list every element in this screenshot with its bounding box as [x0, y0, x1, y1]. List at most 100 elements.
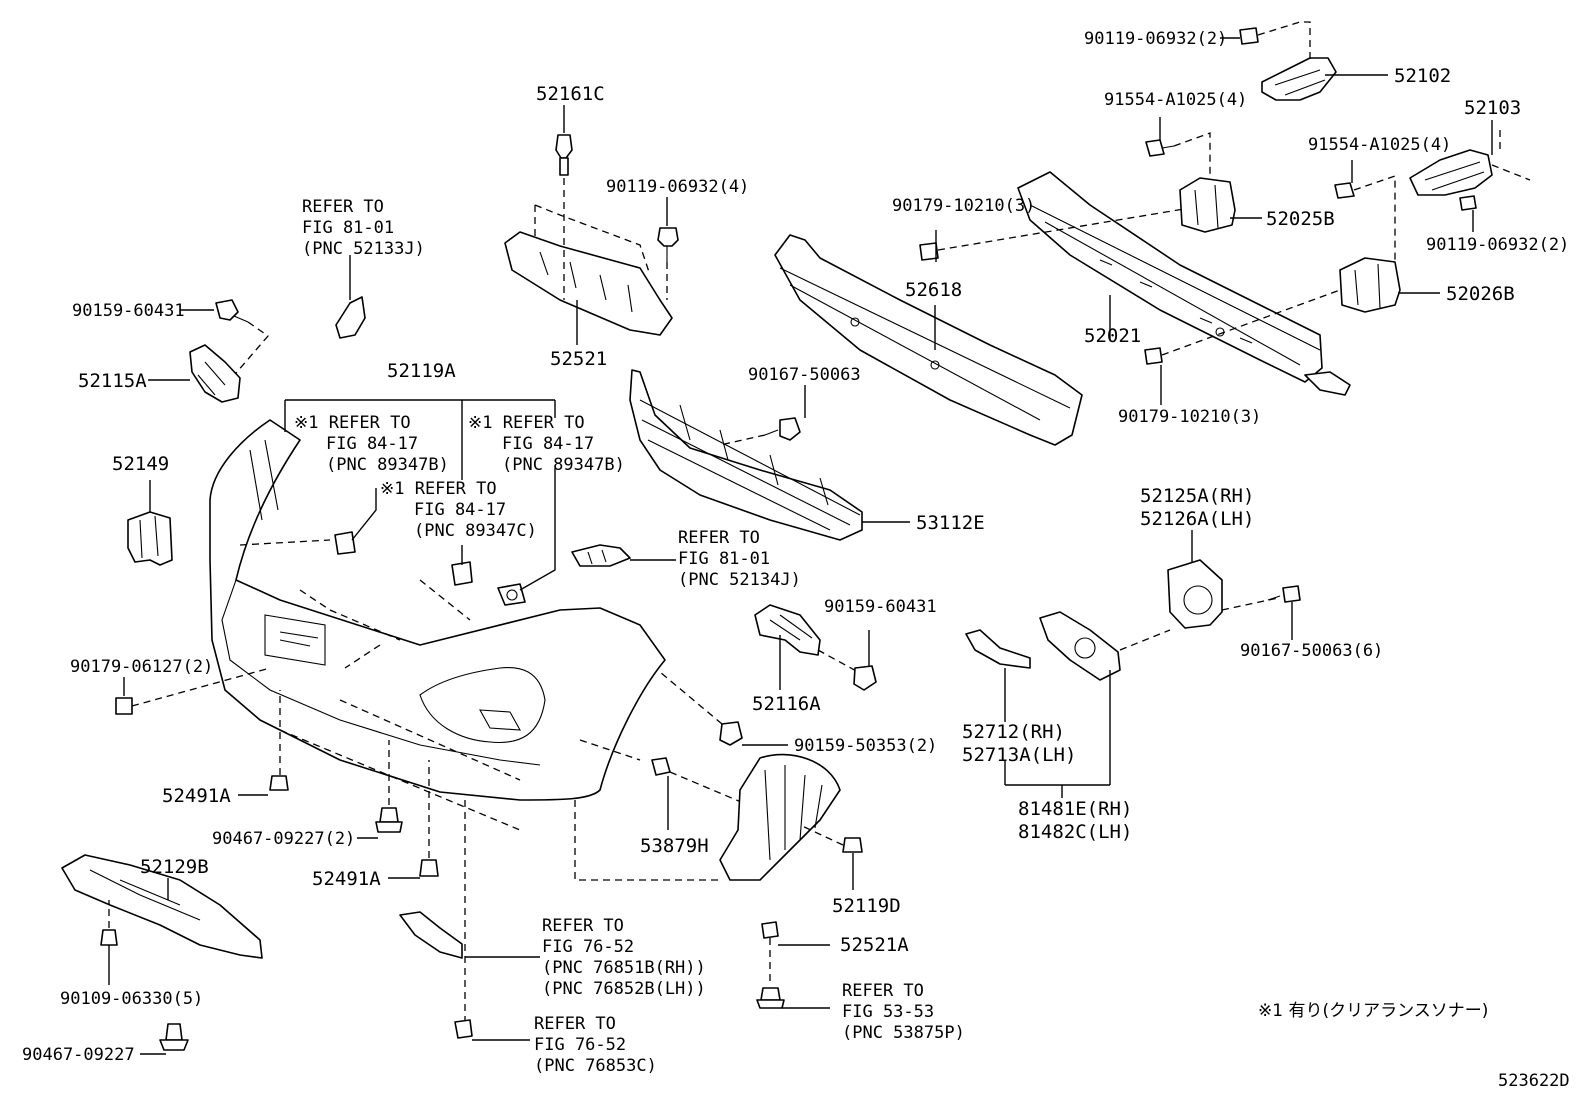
label-refB-1: ※1 REFER TO — [468, 413, 585, 433]
label-81482C: 81482C(LH) — [1018, 821, 1132, 843]
part-bolt-9016750063-6 — [1267, 585, 1301, 603]
label-refC-2: FIG 84-17 — [414, 500, 506, 520]
label-53112E: 53112E — [916, 512, 985, 534]
part-clips-lower — [269, 690, 521, 877]
part-52161C-clip — [555, 134, 573, 300]
part-52149 — [127, 511, 173, 566]
label-52126A: 52126A(LH) — [1140, 508, 1254, 530]
part-ref-52133J — [335, 296, 366, 339]
label-52103: 52103 — [1464, 97, 1521, 119]
label-9046709227-2: 90467-09227(2) — [212, 829, 355, 849]
label-52021: 52021 — [1084, 325, 1141, 347]
label-52521: 52521 — [550, 348, 607, 370]
label-ref8101b-1: REFER TO — [678, 528, 760, 548]
part-ref-76851B — [399, 800, 466, 1020]
label-ref7652b-2: FIG 76-52 — [534, 1035, 626, 1055]
label-52129B: 52129B — [140, 856, 209, 878]
label-9011906932-4: 90119-06932(4) — [606, 177, 749, 197]
part-bolt-9011906932-b — [1459, 195, 1477, 211]
label-ref8101a-3: (PNC 52133J) — [302, 239, 425, 259]
label-ref8101a-2: FIG 81-01 — [302, 218, 394, 238]
part-81481E-cover — [1039, 611, 1171, 681]
label-52115A: 52115A — [78, 370, 147, 392]
part-bolt-91554-b — [1334, 175, 1396, 260]
label-refB-3: (PNC 89347B) — [502, 455, 625, 475]
part-53879H-clip — [574, 739, 761, 881]
label-refC-3: (PNC 89347C) — [414, 521, 537, 541]
label-52521A: 52521A — [840, 934, 909, 956]
label-9011906932-2-top: 90119-06932(2) — [1084, 29, 1227, 49]
part-bolt-9011906932-top — [1239, 27, 1259, 45]
label-ref8101b-3: (PNC 52134J) — [678, 570, 801, 590]
label-9016750063: 90167-50063 — [748, 365, 861, 385]
label-refB-2: FIG 84-17 — [502, 434, 594, 454]
part-53112E-grille — [629, 369, 863, 541]
part-bolt-9015960431-right — [853, 665, 877, 691]
part-ref-52134J — [571, 544, 631, 567]
part-52618-absorber — [774, 234, 1083, 446]
label-9017906127-2: 90179-06127(2) — [70, 657, 213, 677]
label-52491A-2: 52491A — [312, 868, 381, 890]
label-9017910210-3-top: 90179-10210(3) — [892, 196, 1035, 216]
labels: 52161C 90119-06932(4) 52521 REFER TO FIG… — [22, 29, 1570, 1091]
label-9016750063-6: 90167-50063(6) — [1240, 641, 1383, 661]
label-91554A1025-4-right: 91554-A1025(4) — [1308, 135, 1451, 155]
part-sensor-holders — [334, 531, 526, 606]
note-clearance-sonar: ※1 有り(クリアランスソナー) — [1258, 1001, 1488, 1021]
label-52102: 52102 — [1394, 65, 1451, 87]
figure-id: 523622D — [1498, 1071, 1570, 1091]
label-ref5353-2: FIG 53-53 — [842, 1002, 934, 1022]
label-ref8101b-2: FIG 81-01 — [678, 549, 770, 569]
label-ref7652a-1: REFER TO — [542, 916, 624, 936]
part-52026B — [1339, 257, 1401, 313]
part-52115A-bracket — [189, 344, 241, 403]
label-52125A: 52125A(RH) — [1140, 485, 1254, 507]
label-9046709227: 90467-09227 — [22, 1045, 135, 1065]
label-52026B: 52026B — [1446, 283, 1515, 305]
label-91554A1025-4-top: 91554-A1025(4) — [1104, 90, 1247, 110]
label-52025B: 52025B — [1266, 208, 1335, 230]
label-52119D: 52119D — [832, 895, 901, 917]
part-52712-molding — [965, 629, 1031, 669]
part-fender-liner — [719, 753, 863, 881]
label-52149: 52149 — [112, 453, 169, 475]
label-refC-1: ※1 REFER TO — [380, 479, 497, 499]
label-refA-3: (PNC 89347B) — [326, 455, 449, 475]
part-bolt-91554-a — [1145, 132, 1211, 180]
part-52025B — [1179, 177, 1236, 233]
label-9017910210-3-bottom: 90179-10210(3) — [1118, 407, 1261, 427]
label-9015950353-2: 90159-50353(2) — [794, 736, 937, 756]
part-52116A-bracket — [754, 604, 859, 673]
part-nuts-9017910210 — [919, 207, 1341, 365]
label-ref7652b-3: (PNC 76853C) — [534, 1056, 657, 1076]
part-52102-bracket — [1257, 21, 1337, 101]
label-ref7652b-1: REFER TO — [534, 1014, 616, 1034]
label-ref5353-1: REFER TO — [842, 981, 924, 1001]
label-81481E: 81481E(RH) — [1018, 798, 1132, 820]
label-9011906932-2-right: 90119-06932(2) — [1426, 235, 1569, 255]
label-ref8101a-1: REFER TO — [302, 197, 384, 217]
part-nut-9017906127 — [115, 667, 271, 715]
label-ref7652a-3: (PNC 76851B(RH)) — [542, 958, 706, 978]
label-52161C: 52161C — [536, 83, 605, 105]
label-ref5353-3: (PNC 53875P) — [842, 1023, 965, 1043]
part-bolt-9016750063 — [719, 417, 801, 446]
label-52618: 52618 — [905, 279, 962, 301]
part-ref-76853C — [454, 1019, 473, 1039]
part-52521A — [756, 921, 785, 1009]
label-9010906330-5: 90109-06330(5) — [60, 989, 203, 1009]
label-52491A-1: 52491A — [162, 785, 231, 807]
part-52119A-bumper-cover — [209, 419, 666, 801]
part-52103-bracket — [1409, 130, 1531, 196]
label-ref7652a-2: FIG 76-52 — [542, 937, 634, 957]
part-bolt-9015950353 — [659, 671, 743, 746]
label-52713A: 52713A(LH) — [962, 744, 1076, 766]
label-53879H: 53879H — [640, 835, 709, 857]
part-52521 — [504, 204, 673, 336]
label-9015960431-left: 90159-60431 — [72, 301, 185, 321]
label-refA-2: FIG 84-17 — [326, 434, 418, 454]
label-ref7652a-4: (PNC 76852B(LH)) — [542, 979, 706, 999]
label-refA-1: ※1 REFER TO — [294, 413, 411, 433]
part-52129B-under-cover — [61, 854, 263, 1051]
label-52116A: 52116A — [752, 693, 821, 715]
